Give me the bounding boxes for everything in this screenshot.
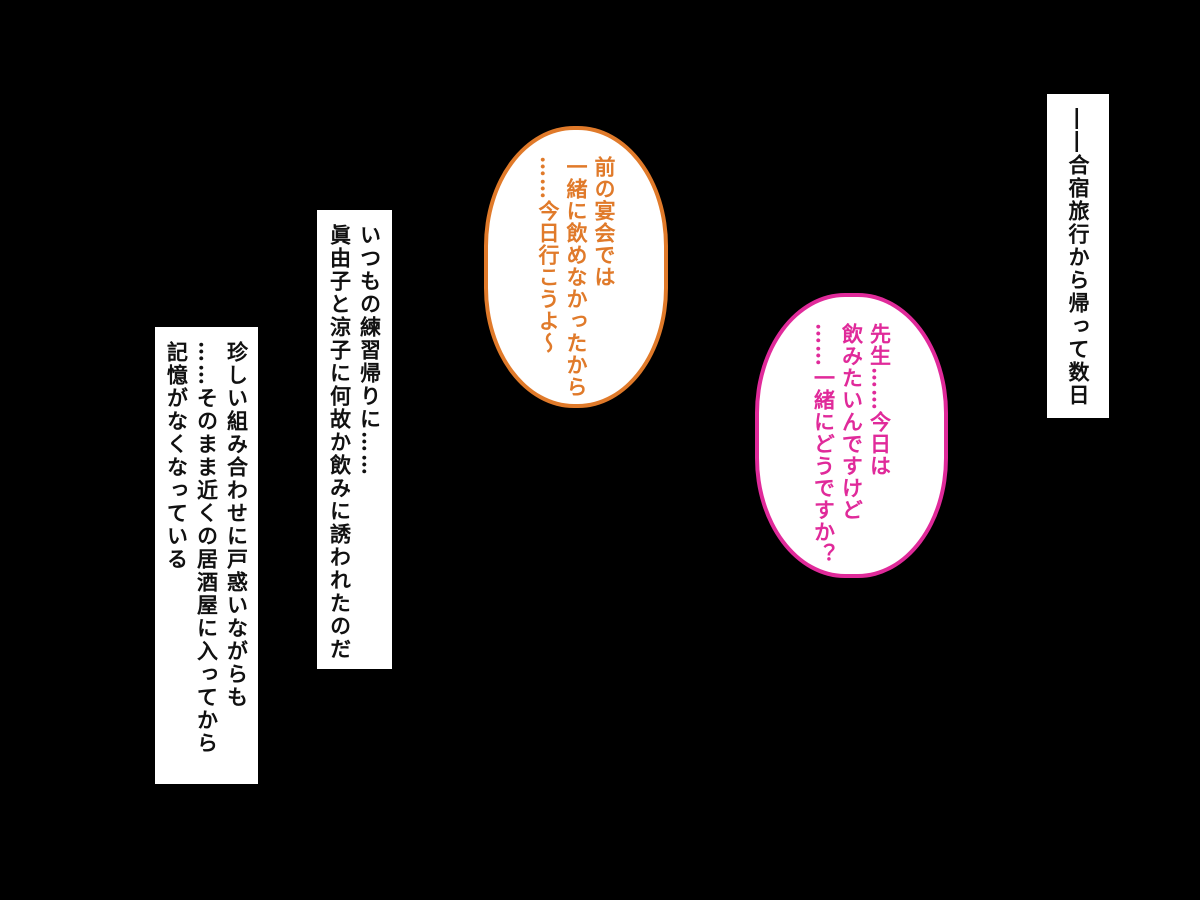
narration-box-2: いつもの練習帰りに…… 眞由子と涼子に何故か飲みに誘われたのだ [317, 210, 392, 669]
narration-line: 記憶がなくなっている [164, 341, 190, 571]
speech-bubble-pink: 先生……今日は 飲みたいんですけど ……一緒にどうですか？ [755, 293, 948, 578]
narration-line: 眞由子と涼子に何故か飲みに誘われたのだ [327, 224, 353, 661]
bubble-line: 前の宴会では [592, 156, 617, 288]
bubble-line: ……今日行こうよ～ [536, 156, 561, 354]
bubble-line: 一緒に飲めなかったから [564, 156, 589, 398]
narration-box-1: ――合宿旅行から帰って数日 [1047, 94, 1109, 418]
bubble-line: ……一緒にどうですか？ [811, 323, 837, 565]
speech-bubble-orange: 前の宴会では 一緒に飲めなかったから ……今日行こうよ～ [484, 126, 668, 408]
narration-line: ――合宿旅行から帰って数日 [1066, 108, 1091, 407]
narration-line: ……そのまま近くの居酒屋に入ってから [194, 341, 220, 755]
narration-box-3: 珍しい組み合わせに戸惑いながらも ……そのまま近くの居酒屋に入ってから 記憶がな… [155, 327, 258, 784]
narration-line: 珍しい組み合わせに戸惑いながらも [224, 341, 250, 709]
narration-line: いつもの練習帰りに…… [357, 224, 383, 477]
bubble-line: 飲みたいんですけど [839, 323, 865, 521]
bubble-line: 先生……今日は [867, 323, 893, 477]
